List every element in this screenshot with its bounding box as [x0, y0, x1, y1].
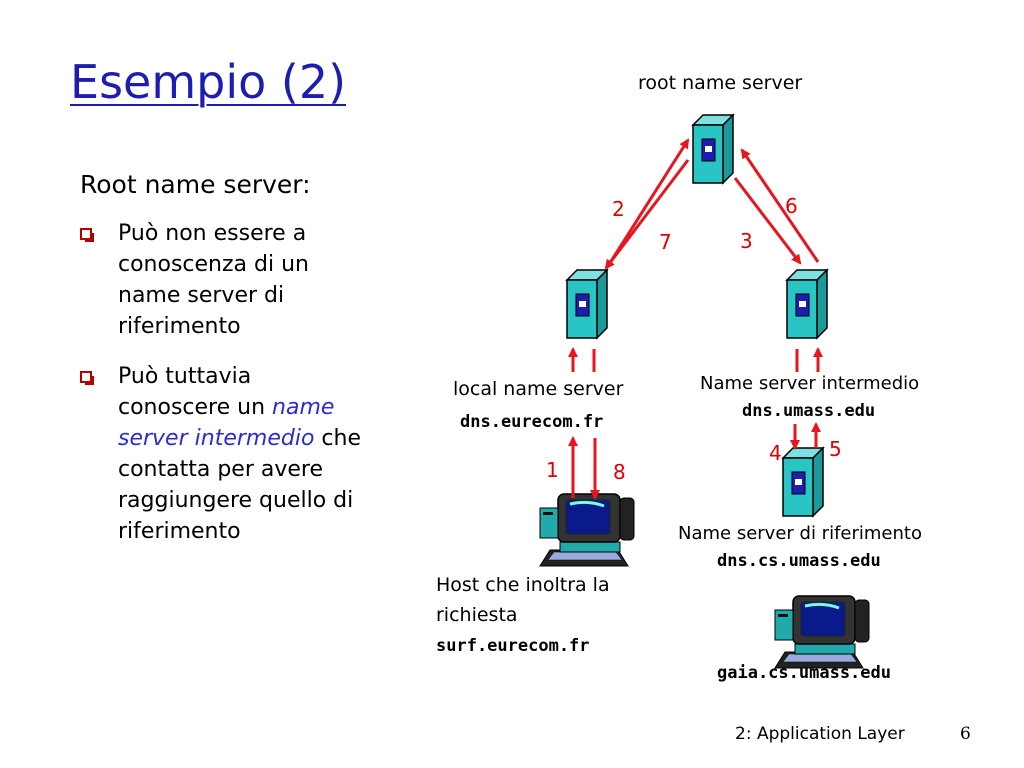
arrow-step-2 [606, 138, 690, 267]
intermediate-server-icon [786, 269, 828, 339]
destination-host-computer-icon [773, 594, 871, 670]
bullet-2-emphasis: name [272, 395, 335, 420]
bullet-1-line: name server di [118, 283, 285, 308]
bullet-2-line: riferimento [118, 519, 241, 544]
slide-title: Esempio (2) [70, 55, 347, 109]
bullet-marker-icon [80, 371, 94, 385]
root-server-icon [692, 114, 734, 184]
step-label-5: 5 [829, 437, 842, 461]
local-server-icon [566, 269, 608, 339]
bullet-1-line: conoscenza di un [118, 252, 309, 277]
footer-chapter: 2: Application Layer [735, 724, 905, 744]
authoritative-server-label: Name server di riferimento [678, 523, 922, 544]
authoritative-server-icon [782, 447, 824, 517]
requesting-host-label-2: richiesta [436, 604, 518, 626]
requesting-host-name: surf.eurecom.fr [436, 636, 590, 656]
requesting-host-label-1: Host che inoltra la [436, 574, 610, 596]
local-server-host: dns.eurecom.fr [460, 412, 604, 432]
authoritative-server-host: dns.cs.umass.edu [717, 551, 881, 571]
step-label-7: 7 [659, 230, 672, 254]
page-number: 6 [960, 724, 971, 744]
bullet-2-line: server intermedio che [118, 423, 420, 454]
bullet-1-line: Può non essere a [118, 221, 307, 246]
bullet-2-line: Può tuttavia [118, 364, 252, 389]
bullet-2-line: raggiungere quello di [118, 488, 354, 513]
requesting-host-computer-icon [538, 492, 636, 568]
step-label-2: 2 [612, 197, 625, 221]
arrow-step-3 [733, 177, 802, 265]
bullet-2: Può tuttavia conoscere un name server in… [80, 361, 420, 547]
root-server-label: root name server [638, 72, 803, 94]
bullet-1-line: riferimento [118, 314, 241, 339]
bullet-2-text: conoscere un [118, 395, 273, 420]
bullet-2-line: contatta per avere [118, 457, 324, 482]
bullet-2-emphasis: server intermedio [118, 426, 315, 451]
arrow-step-7 [604, 159, 690, 270]
bullet-2-text: che [314, 426, 361, 451]
intermediate-server-host: dns.umass.edu [742, 401, 876, 421]
bullet-marker-icon [80, 228, 94, 242]
arrow-step-6 [740, 148, 820, 263]
destination-host-name: gaia.cs.umass.edu [717, 663, 891, 683]
step-label-8: 8 [613, 460, 626, 484]
slide-subtitle: Root name server: [80, 170, 311, 199]
step-label-6: 6 [785, 194, 798, 218]
local-server-label: local name server [453, 378, 624, 400]
step-label-1: 1 [546, 458, 559, 482]
bullet-1: Può non essere a conoscenza di un name s… [80, 218, 420, 342]
bullet-2-line: conoscere un name [118, 392, 420, 423]
step-label-4: 4 [769, 441, 782, 465]
step-label-3: 3 [740, 229, 753, 253]
intermediate-server-label: Name server intermedio [700, 373, 920, 394]
